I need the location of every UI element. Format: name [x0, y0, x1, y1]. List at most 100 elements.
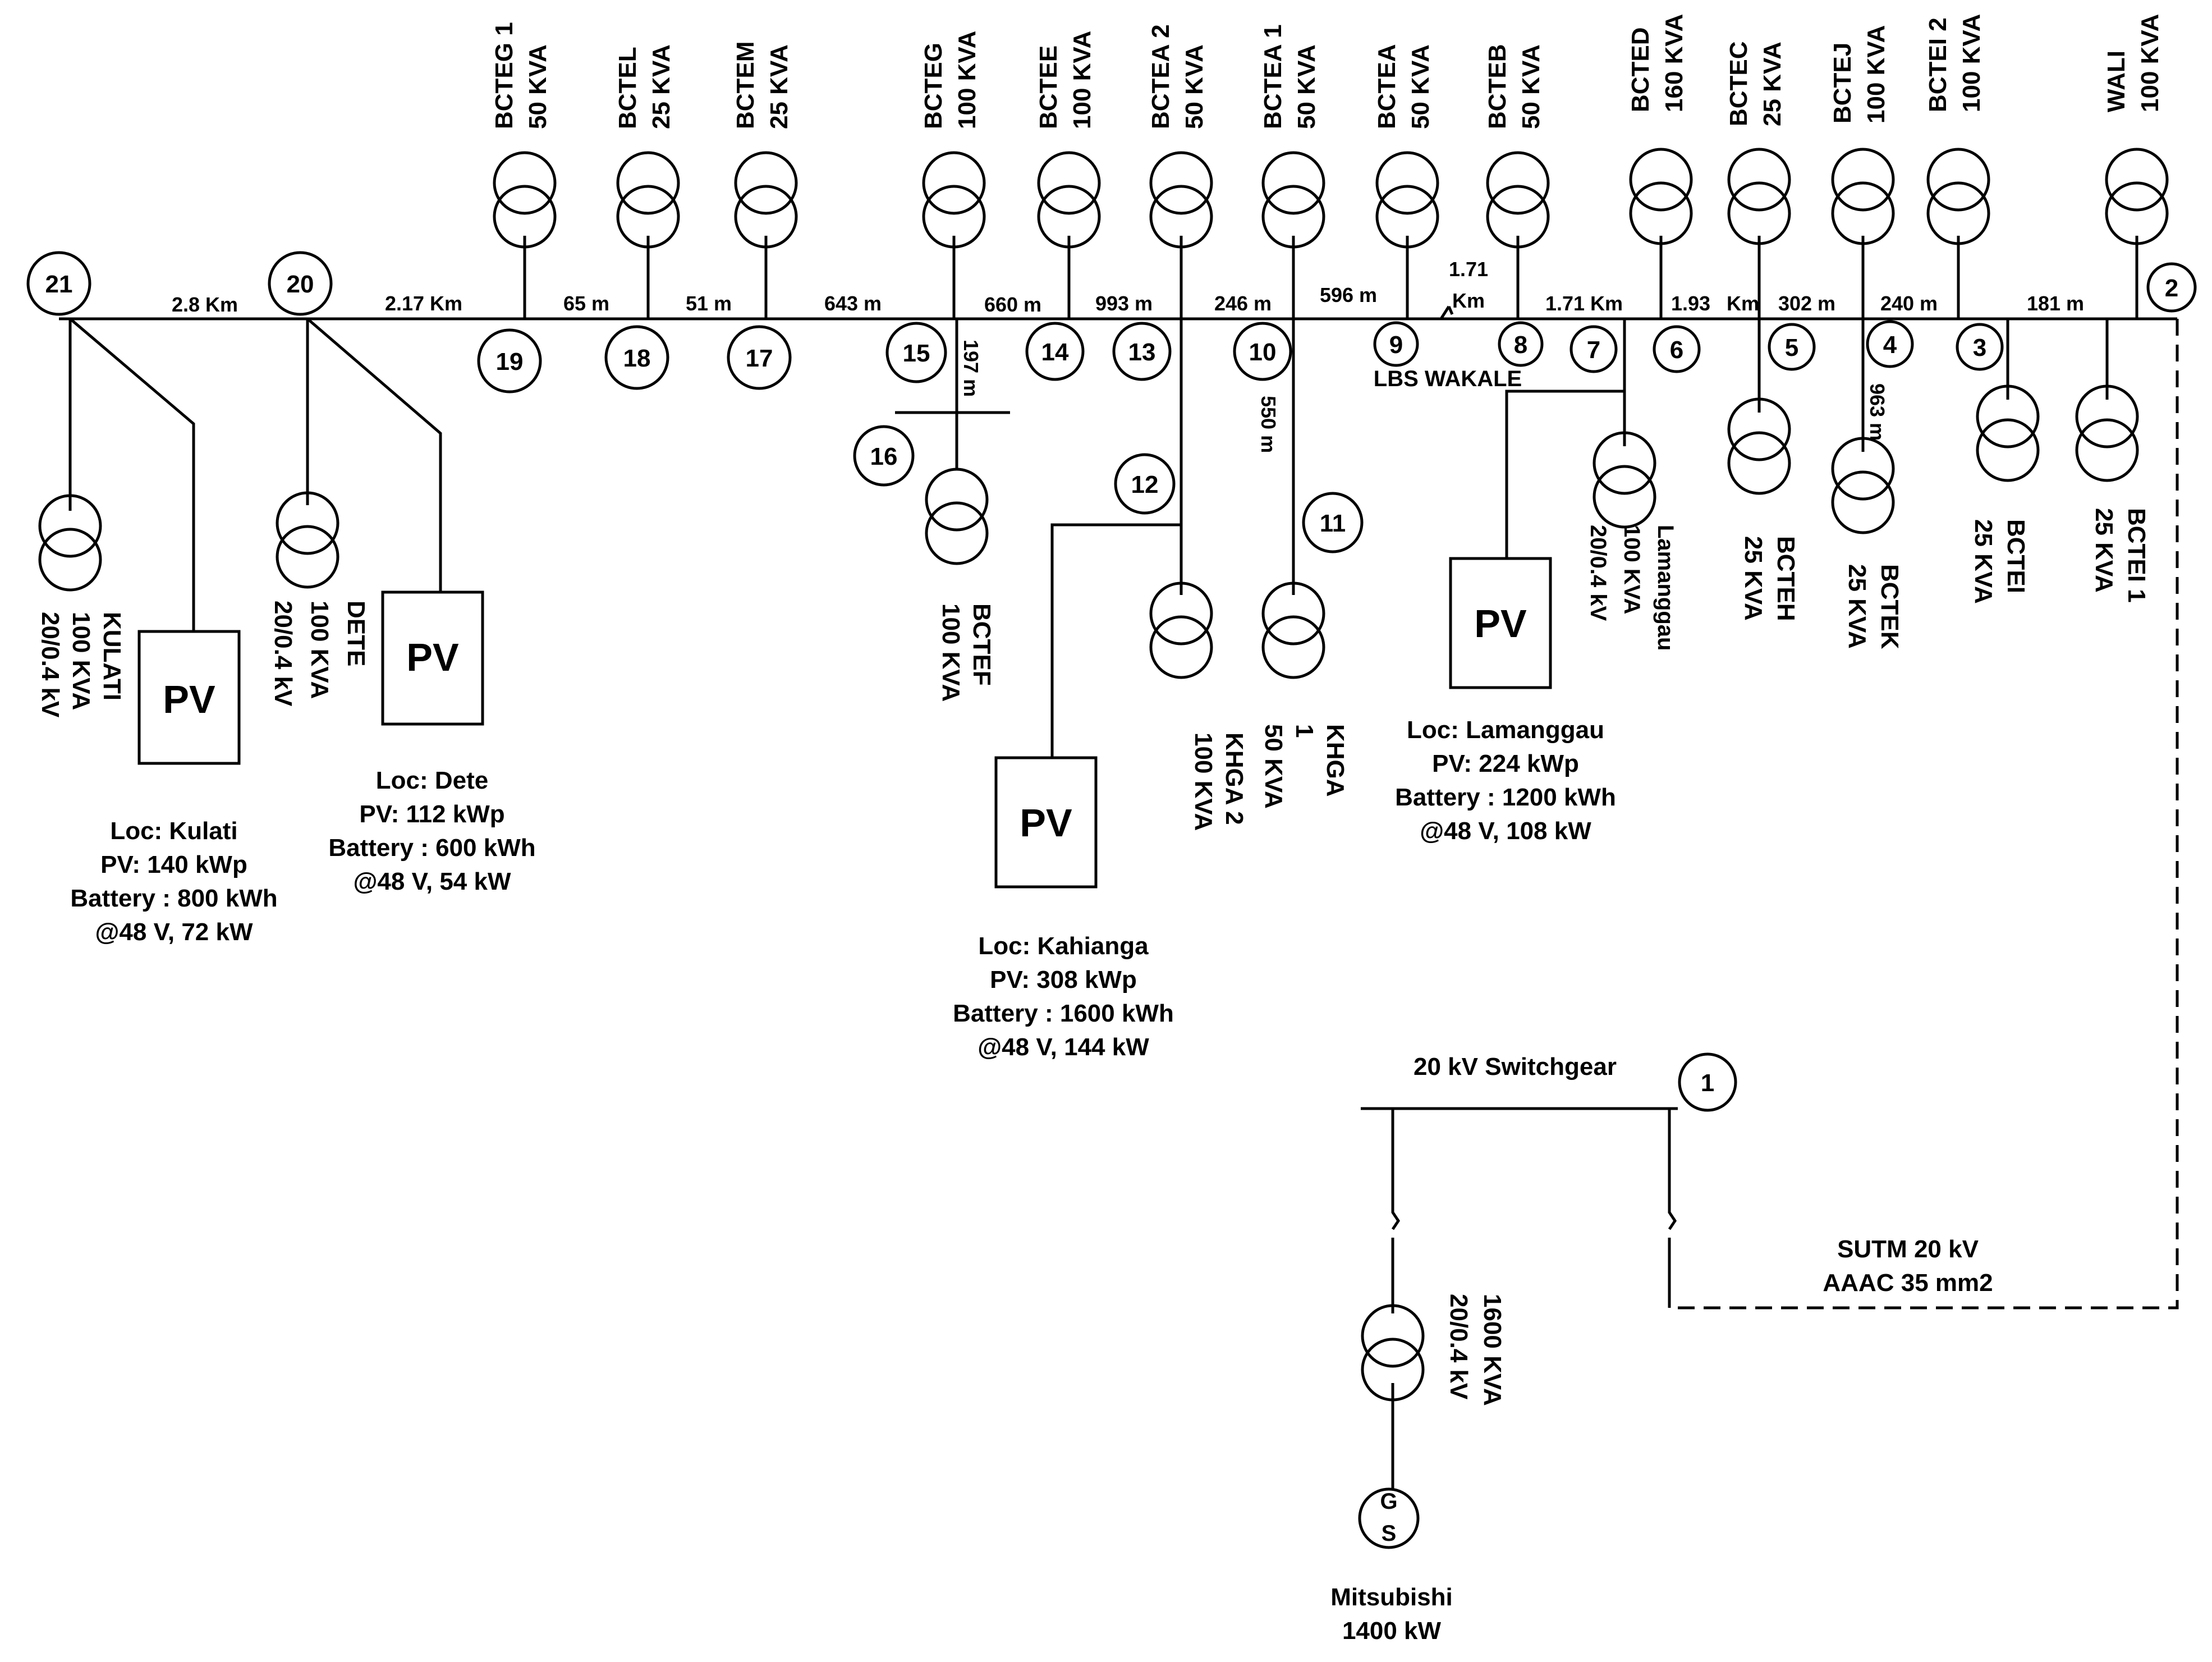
- svg-text:25 KVA: 25 KVA: [2090, 508, 2118, 593]
- label-bctef-tx: BCTEF 100 KVA: [937, 603, 995, 702]
- svg-text:100 KVA: 100 KVA: [1862, 25, 1890, 123]
- transformer-bctei: [1977, 386, 2038, 480]
- svg-text:BCTEE: BCTEE: [1035, 45, 1062, 129]
- line-feeder-switch: [1668, 1109, 1677, 1230]
- svg-text:DETE: DETE: [342, 601, 370, 666]
- label-bctei-tx: BCTEI 25 KVA: [1970, 519, 2030, 604]
- svg-text:100 KVA: 100 KVA: [953, 31, 981, 129]
- svg-text:PV: PV: [163, 677, 215, 721]
- svg-text:BCTEJ: BCTEJ: [1829, 43, 1856, 123]
- node-11: 11: [1302, 492, 1364, 553]
- node-19: 19: [477, 328, 542, 393]
- node-17: 17: [727, 325, 792, 390]
- svg-text:20: 20: [287, 271, 314, 298]
- svg-text:16: 16: [870, 443, 898, 470]
- generator-symbol-g: G: [1380, 1489, 1397, 1514]
- switchgear-label: 20 kV Switchgear: [1414, 1053, 1617, 1080]
- svg-text:PV: PV: [1474, 602, 1527, 645]
- transformer-khga2: [1151, 583, 1211, 677]
- node-13: 13: [1112, 322, 1172, 381]
- label-bctea: BCTEA 50 KVA: [1373, 44, 1434, 129]
- pv-info-lamanggau: Loc: Lamanggau PV: 224 kWp Battery : 120…: [1395, 716, 1616, 845]
- label-bcted: BCTED 160 KVA: [1627, 14, 1688, 112]
- label-bctea1: BCTEA 1 50 KVA: [1259, 24, 1320, 129]
- svg-text:18: 18: [623, 345, 651, 372]
- generator-symbol-s: S: [1382, 1521, 1397, 1546]
- label-kulati-tx: KULATI 100 KVA 20/0.4 kV: [36, 612, 126, 718]
- sutm-label-1: SUTM 20 kV: [1837, 1235, 1979, 1263]
- svg-text:BCTEG: BCTEG: [920, 43, 947, 129]
- label-khga2-tx: KHGA 2 100 KVA: [1190, 732, 1248, 831]
- transformer-bcteg: [924, 153, 984, 247]
- dist-15-16: 197 m: [960, 340, 983, 397]
- svg-text:4: 4: [1883, 331, 1897, 359]
- svg-text:BCTEA 1: BCTEA 1: [1259, 24, 1287, 129]
- svg-text:Loc: Dete: Loc: Dete: [376, 767, 488, 794]
- svg-text:25 KVA: 25 KVA: [648, 44, 675, 129]
- svg-text:25 KVA: 25 KVA: [1759, 42, 1786, 126]
- svg-text:BCTEA: BCTEA: [1373, 44, 1401, 129]
- svg-text:KHGA: KHGA: [1321, 724, 1349, 797]
- svg-text:PV: 112 kWp: PV: 112 kWp: [359, 800, 504, 828]
- label-lamanggau-tx: Lamanggau 100 KVA 20/0.4 kV: [1586, 525, 1678, 651]
- transformer-bctef: [926, 469, 987, 564]
- svg-text:1600 KVA: 1600 KVA: [1479, 1294, 1506, 1406]
- transformer-bctea1: [1263, 153, 1324, 247]
- svg-text:14: 14: [1041, 338, 1069, 366]
- dist-10-11: 550 m: [1257, 396, 1280, 453]
- node-18: 18: [604, 325, 669, 390]
- pv-info-kulati: Loc: Kulati PV: 140 kWp Battery : 800 kW…: [70, 817, 277, 946]
- transformer-bcteb: [1488, 153, 1548, 247]
- svg-text:100 KVA: 100 KVA: [1958, 14, 1985, 112]
- label-bctee: BCTEE 100 KVA: [1035, 31, 1096, 129]
- dist-13-10: 246 m: [1214, 292, 1272, 315]
- svg-text:8: 8: [1514, 331, 1527, 359]
- svg-text:25 KVA: 25 KVA: [1740, 536, 1767, 621]
- svg-text:100 KVA: 100 KVA: [937, 603, 965, 702]
- generator-rating: 1400 kW: [1342, 1617, 1442, 1645]
- svg-text:Loc: Kulati: Loc: Kulati: [110, 817, 237, 845]
- label-bctej: BCTEJ 100 KVA: [1829, 25, 1890, 123]
- node-8: 8: [1498, 321, 1544, 367]
- svg-text:PV: 140 kWp: PV: 140 kWp: [100, 851, 247, 878]
- label-dete-tx: DETE 100 KVA 20/0.4 kV: [269, 601, 370, 707]
- svg-text:50 KVA: 50 KVA: [524, 44, 552, 129]
- svg-text:BCTED: BCTED: [1627, 27, 1654, 112]
- node-14: 14: [1025, 322, 1085, 381]
- svg-text:100 KVA: 100 KVA: [1190, 732, 1217, 831]
- transformer-bctei1: [2077, 386, 2137, 480]
- svg-text:BCTEI 2: BCTEI 2: [1924, 17, 1952, 112]
- label-bctek-tx: BCTEK 25 KVA: [1843, 564, 1903, 649]
- svg-text:25 KVA: 25 KVA: [1843, 564, 1871, 649]
- generator-feeder: [1391, 1109, 1401, 1230]
- svg-text:20/0.4 kV: 20/0.4 kV: [269, 601, 297, 707]
- svg-text:21: 21: [45, 271, 73, 298]
- transformer-bctem: [736, 153, 796, 247]
- generator-symbol: [1358, 1487, 1420, 1549]
- transformer-bcted: [1631, 149, 1691, 244]
- node-9: 9: [1373, 321, 1419, 367]
- label-bcteg1: BCTEG 1 50 KVA: [490, 22, 552, 129]
- dist-10-9: 596 m: [1320, 283, 1377, 306]
- dist-5-4: 302 m: [1778, 292, 1835, 315]
- node-21: 21: [26, 251, 91, 316]
- label-bctei1-tx: BCTEI 1 25 KVA: [2090, 508, 2150, 603]
- svg-text:15: 15: [903, 340, 930, 367]
- drop-kulati-pv: [69, 318, 195, 631]
- node-5: 5: [1768, 323, 1816, 371]
- svg-text:KULATI: KULATI: [98, 612, 126, 700]
- transformer-bctei2: [1928, 149, 1989, 244]
- svg-text:@48 V, 72 kW: @48 V, 72 kW: [95, 918, 253, 946]
- label-bcteb: BCTEB 50 KVA: [1484, 44, 1545, 129]
- drop-dete-pv: [306, 318, 442, 592]
- transformer-bcteg1: [494, 153, 555, 247]
- transformer-bctek: [1833, 438, 1893, 533]
- svg-text:Battery : 800 kWh: Battery : 800 kWh: [70, 885, 277, 912]
- svg-text:BCTEG 1: BCTEG 1: [490, 22, 518, 129]
- pv-box-lamanggau: [1449, 557, 1552, 689]
- pv-info-dete: Loc: Dete PV: 112 kWp Battery : 600 kWh …: [328, 767, 535, 895]
- svg-text:2: 2: [2165, 274, 2178, 302]
- svg-text:@48 V, 54 kW: @48 V, 54 kW: [354, 868, 511, 895]
- svg-text:7: 7: [1587, 336, 1600, 364]
